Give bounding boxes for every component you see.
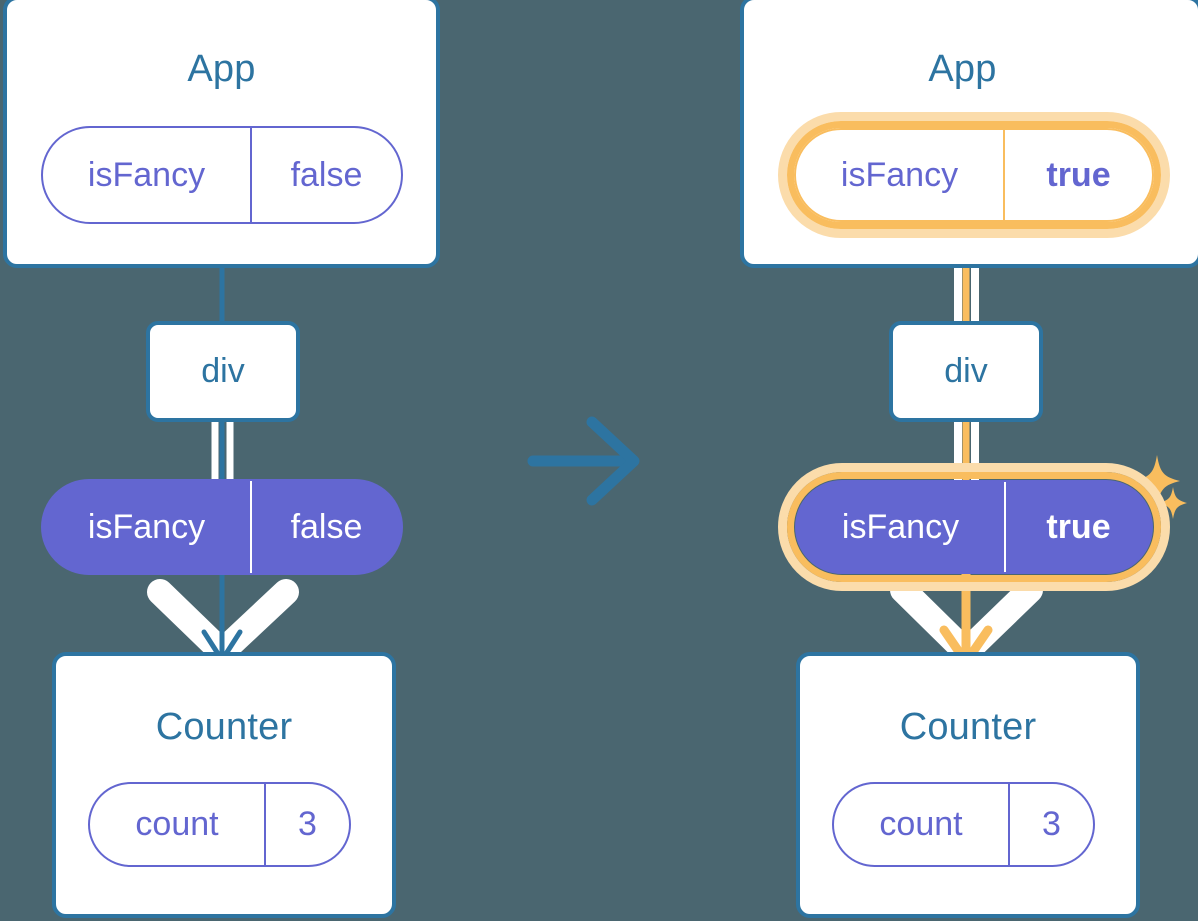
app-state-pill-after: isFancy true [794, 128, 1154, 222]
app-state-pill-key-before: isFancy [87, 155, 206, 194]
counter-state-pill-before: count 3 [88, 782, 351, 867]
counter-box-title-before: Counter [155, 706, 293, 748]
app-box-title-before: App [187, 48, 256, 90]
app-state-pill-key-after: isFancy [840, 155, 959, 194]
counter-state-pill-value-before: 3 [264, 784, 349, 865]
counter-box-title-after: Counter [899, 706, 1037, 748]
sparkle-small-icon-prop [1159, 487, 1187, 519]
div-box-after: div [889, 321, 1043, 422]
prop-pill-key-after: isFancy [841, 507, 960, 546]
counter-state-pill-key-before: count [135, 805, 219, 843]
counter-state-pill-key-after: count [879, 805, 963, 843]
div-box-before: div [146, 321, 300, 422]
div-box-label-before: div [201, 352, 245, 390]
prop-pill-before: isFancy false [41, 479, 403, 575]
app-state-pill-value-after: true [1003, 130, 1152, 220]
counter-state-pill-after: count 3 [832, 782, 1095, 867]
counter-state-pill-value-after: 3 [1008, 784, 1093, 865]
prop-arrow-right [890, 566, 1043, 667]
app-state-pill-before: isFancy false [41, 126, 403, 224]
prop-pill-key-before: isFancy [87, 507, 206, 546]
arrow-right-icon [527, 416, 640, 506]
app-box-title-after: App [928, 48, 997, 90]
prop-pill-value-before: false [250, 481, 401, 573]
prop-pill-value-after: true [1004, 482, 1151, 572]
prop-arrow-left [147, 566, 299, 665]
app-state-pill-value-before: false [250, 128, 401, 222]
prop-pill-after: isFancy true [795, 480, 1153, 574]
counter-box-before: Counter [52, 652, 396, 918]
div-box-label-after: div [944, 352, 988, 390]
